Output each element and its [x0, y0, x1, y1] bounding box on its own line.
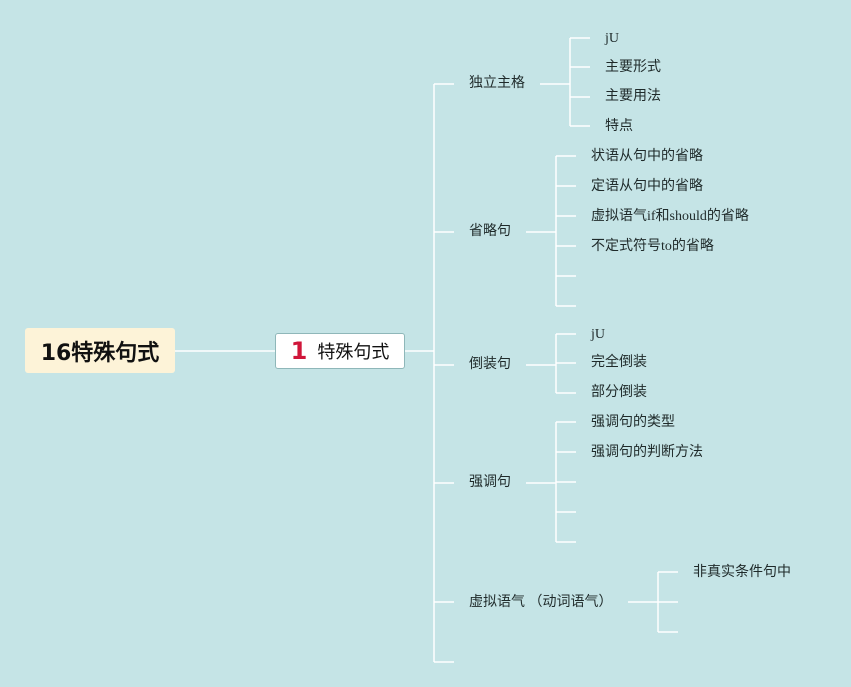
main-topic[interactable]: 1 特殊句式: [275, 333, 405, 369]
leaf-node[interactable]: 虚拟语气if和should的省略: [591, 209, 749, 224]
leaf-node[interactable]: 定语从句中的省略: [591, 179, 703, 194]
branch-independent-nominative[interactable]: 独立主格: [469, 76, 525, 91]
leaf-node[interactable]: 状语从句中的省略: [591, 149, 703, 164]
branch-emphasis[interactable]: 强调句: [469, 475, 511, 490]
branch-subjunctive[interactable]: 虚拟语气 （动词语气）: [469, 595, 613, 610]
leaf-node[interactable]: 不定式符号to的省略: [591, 239, 714, 254]
leaf-node[interactable]: 主要用法: [605, 89, 661, 104]
leaf-node[interactable]: 非真实条件句中: [693, 565, 791, 580]
leaf-node[interactable]: 强调句的类型: [591, 415, 675, 430]
root-topic-label: 16特殊句式: [40, 340, 160, 366]
leaf-node[interactable]: jU: [605, 31, 619, 46]
leaf-node[interactable]: 完全倒装: [591, 355, 647, 370]
branch-ellipsis[interactable]: 省略句: [469, 224, 511, 239]
leaf-node[interactable]: 强调句的判断方法: [591, 445, 703, 460]
root-topic[interactable]: 16特殊句式: [25, 328, 175, 373]
leaf-node[interactable]: 主要形式: [605, 60, 661, 75]
leaf-node[interactable]: 特点: [605, 119, 633, 134]
main-topic-number: 1: [290, 337, 308, 365]
main-topic-label: 特殊句式: [317, 342, 390, 363]
branch-inversion[interactable]: 倒装句: [469, 357, 511, 372]
leaf-node[interactable]: jU: [591, 327, 605, 342]
leaf-node[interactable]: 部分倒装: [591, 385, 647, 400]
